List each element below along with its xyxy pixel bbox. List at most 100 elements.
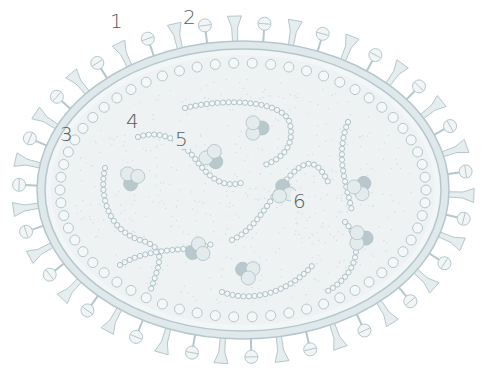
- core-texture: [360, 204, 361, 205]
- neuraminidase-head: [81, 304, 94, 317]
- core-texture: [92, 222, 93, 223]
- matrix-protein: [141, 293, 151, 303]
- core-texture: [258, 288, 259, 289]
- matrix-protein: [406, 235, 416, 245]
- core-texture: [103, 219, 104, 220]
- matrix-protein: [88, 258, 98, 268]
- core-texture: [371, 168, 372, 169]
- rnp-bead: [273, 288, 278, 293]
- rnp-bead: [146, 132, 151, 137]
- core-texture: [192, 208, 193, 209]
- neuraminidase-head: [462, 213, 465, 225]
- core-texture: [120, 204, 121, 205]
- core-texture: [235, 245, 236, 246]
- rnp-bead: [342, 130, 347, 135]
- core-texture: [134, 194, 135, 195]
- rnp-bead: [252, 293, 257, 298]
- neuraminidase-head: [13, 178, 26, 191]
- rnp-bead: [340, 163, 345, 168]
- core-texture: [100, 130, 101, 131]
- rnp-bead: [288, 124, 293, 129]
- core-texture: [185, 262, 186, 263]
- core-texture: [116, 136, 117, 137]
- core-texture: [226, 191, 227, 192]
- core-texture: [76, 205, 77, 206]
- core-texture: [185, 98, 186, 99]
- core-texture: [394, 211, 395, 212]
- core-ground: [51, 55, 435, 325]
- core-texture: [336, 216, 337, 217]
- neuraminidase-head: [186, 352, 198, 354]
- core-texture: [196, 235, 197, 236]
- core-texture: [98, 229, 99, 230]
- core-texture: [252, 237, 253, 238]
- core-texture: [84, 217, 85, 218]
- rnp-bead: [278, 286, 283, 291]
- core-texture: [223, 269, 224, 270]
- core-texture: [226, 79, 227, 80]
- core-texture: [236, 214, 237, 215]
- core-texture: [115, 228, 116, 229]
- rnp-bead: [220, 100, 225, 105]
- neuraminidase-head: [50, 90, 63, 103]
- core-texture: [313, 176, 314, 177]
- neuraminidase-head: [412, 80, 425, 93]
- core-texture: [366, 135, 367, 136]
- rnp-bead: [104, 203, 109, 208]
- matrix-protein: [398, 247, 408, 257]
- core-texture: [409, 173, 410, 174]
- core-texture: [131, 220, 132, 221]
- neuraminidase-head: [457, 212, 470, 225]
- core-texture: [279, 248, 280, 249]
- core-texture: [151, 267, 152, 268]
- core-texture: [385, 250, 386, 251]
- rnp-bead: [225, 291, 230, 296]
- core-texture: [163, 203, 164, 204]
- matrix-protein: [63, 147, 73, 157]
- hemagglutinin-spike: [288, 19, 302, 48]
- core-texture: [280, 269, 281, 270]
- rnp-bead: [326, 288, 331, 293]
- rnp-bead: [102, 165, 107, 170]
- matrix-protein: [421, 185, 431, 195]
- neuraminidase-head: [304, 348, 316, 351]
- core-texture: [305, 294, 306, 295]
- core-texture: [220, 94, 221, 95]
- core-texture: [383, 240, 384, 241]
- core-texture: [328, 226, 329, 227]
- rnp-bead: [288, 135, 293, 140]
- core-texture: [232, 205, 233, 206]
- core-texture: [189, 165, 190, 166]
- core-texture: [143, 236, 144, 237]
- core-texture: [124, 219, 125, 220]
- core-texture: [92, 165, 93, 166]
- core-texture: [213, 81, 214, 82]
- core-texture: [195, 300, 196, 301]
- core-texture: [265, 260, 266, 261]
- rnp-bead: [238, 180, 243, 185]
- core-texture: [95, 142, 96, 143]
- rnp-bead: [231, 100, 236, 105]
- core-texture: [400, 168, 401, 169]
- core-texture: [134, 232, 135, 233]
- matrix-protein: [88, 112, 98, 122]
- core-texture: [312, 235, 313, 236]
- core-texture: [195, 220, 196, 221]
- core-texture: [200, 134, 201, 135]
- rnp-bead: [164, 248, 169, 253]
- callout-number: 1: [108, 11, 125, 31]
- core-texture: [257, 199, 258, 200]
- core-texture: [257, 187, 258, 188]
- neuraminidase-head: [43, 268, 56, 281]
- core-texture: [383, 240, 384, 241]
- core-texture: [336, 240, 337, 241]
- core-texture: [340, 212, 341, 213]
- core-texture: [249, 172, 250, 173]
- rnp-bead: [137, 237, 142, 242]
- core-texture: [99, 152, 100, 153]
- rnp-bead: [157, 132, 162, 137]
- core-texture: [307, 154, 308, 155]
- core-texture: [276, 207, 277, 208]
- core-texture: [364, 248, 365, 249]
- callout-number: 2: [181, 7, 198, 27]
